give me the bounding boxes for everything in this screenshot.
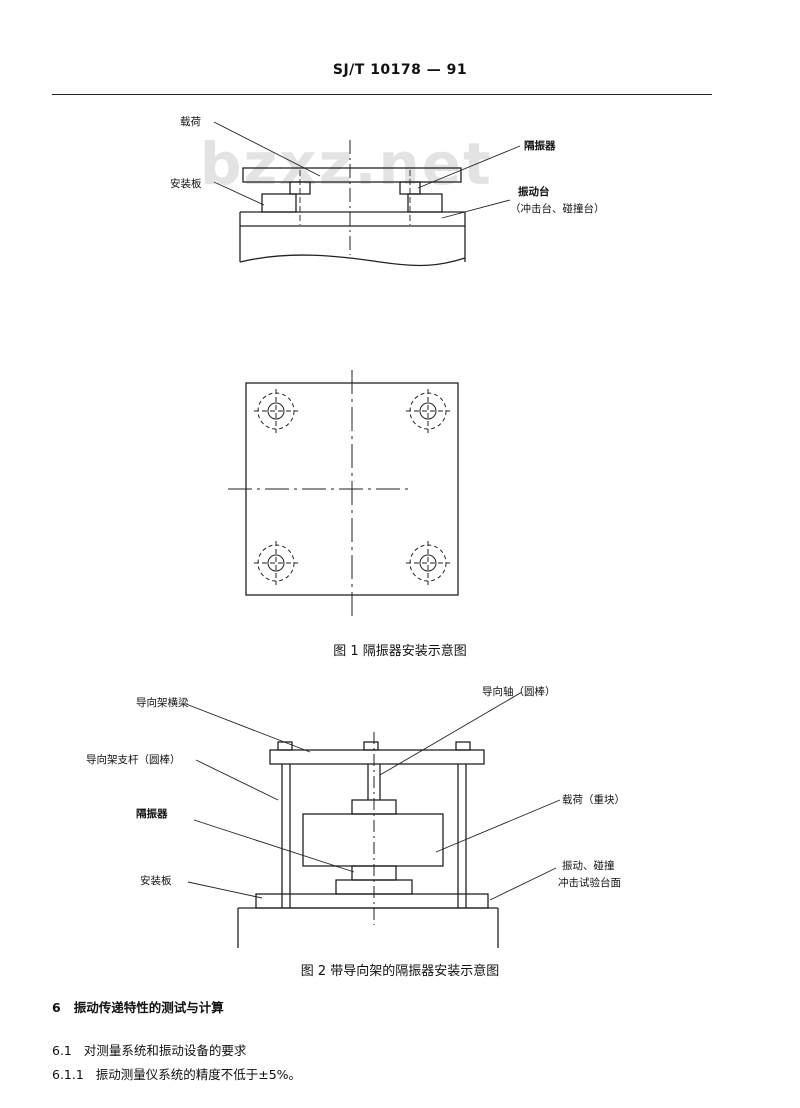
fig2-top-beam — [269, 749, 485, 765]
figure1-caption: 图 1 隔振器安装示意图 — [333, 644, 467, 659]
fig1-load-plate — [242, 167, 462, 183]
fig1-base-left — [261, 193, 297, 213]
section-title: 对测量系统和振动设备的要求 — [83, 1043, 247, 1058]
section-number: 6.1.1 — [52, 1067, 84, 1082]
section-number: 6 — [52, 1000, 61, 1015]
fig1-label-load: 载荷 — [180, 116, 201, 128]
fig1-label-mount-plate: 安装板 — [170, 178, 202, 190]
fig1-label-table: 振动台 — [518, 186, 550, 198]
fig1-top-view — [228, 370, 459, 618]
header-rule — [52, 94, 712, 95]
section-title: 振动传递特性的测试与计算 — [73, 1000, 224, 1015]
fig2-drawing — [185, 691, 561, 948]
fig1-side-view — [213, 121, 521, 267]
section-6-1-1: 6.1.1 振动测量仪系统的精度不低于±5%。 — [52, 1064, 301, 1083]
standard-code: SJ/T 10178 — 91 — [332, 62, 468, 78]
fig2-label-mount-plate: 安装板 — [140, 875, 172, 887]
section-6-1: 6.1 对测量系统和振动设备的要求 — [52, 1040, 246, 1059]
fig2-label-machine: 振动、碰撞 — [562, 860, 615, 872]
figure2-caption: 图 2 带导向架的隔振器安装示意图 — [300, 964, 500, 979]
fig2-base-plate — [255, 893, 489, 909]
fig2-label-machine2: 冲击试验台面 — [558, 877, 621, 889]
fig2-label-load: 载荷（重块） — [562, 794, 625, 806]
fig2-label-guide-top: 导向架横梁 — [136, 697, 189, 709]
fig2-label-guide-support: 导向架支杆（圆棒） — [86, 754, 181, 766]
fig2-label-guide-rod: 导向轴（圆棒） — [482, 686, 556, 698]
section-number: 6.1 — [52, 1043, 72, 1058]
fig2-label-isolator: 隔振器 — [136, 808, 168, 820]
fig1-label-table2: （冲击台、碰撞台） — [510, 203, 605, 215]
fig1-base-right — [407, 193, 443, 213]
watermark: bzxz.net — [200, 130, 493, 198]
section-6-heading: 6 振动传递特性的测试与计算 — [52, 997, 224, 1016]
fig1-label-isolator: 隔振器 — [524, 140, 556, 152]
section-text: 振动测量仪系统的精度不低于±5%。 — [95, 1067, 302, 1082]
fig2-load-block — [302, 813, 444, 867]
